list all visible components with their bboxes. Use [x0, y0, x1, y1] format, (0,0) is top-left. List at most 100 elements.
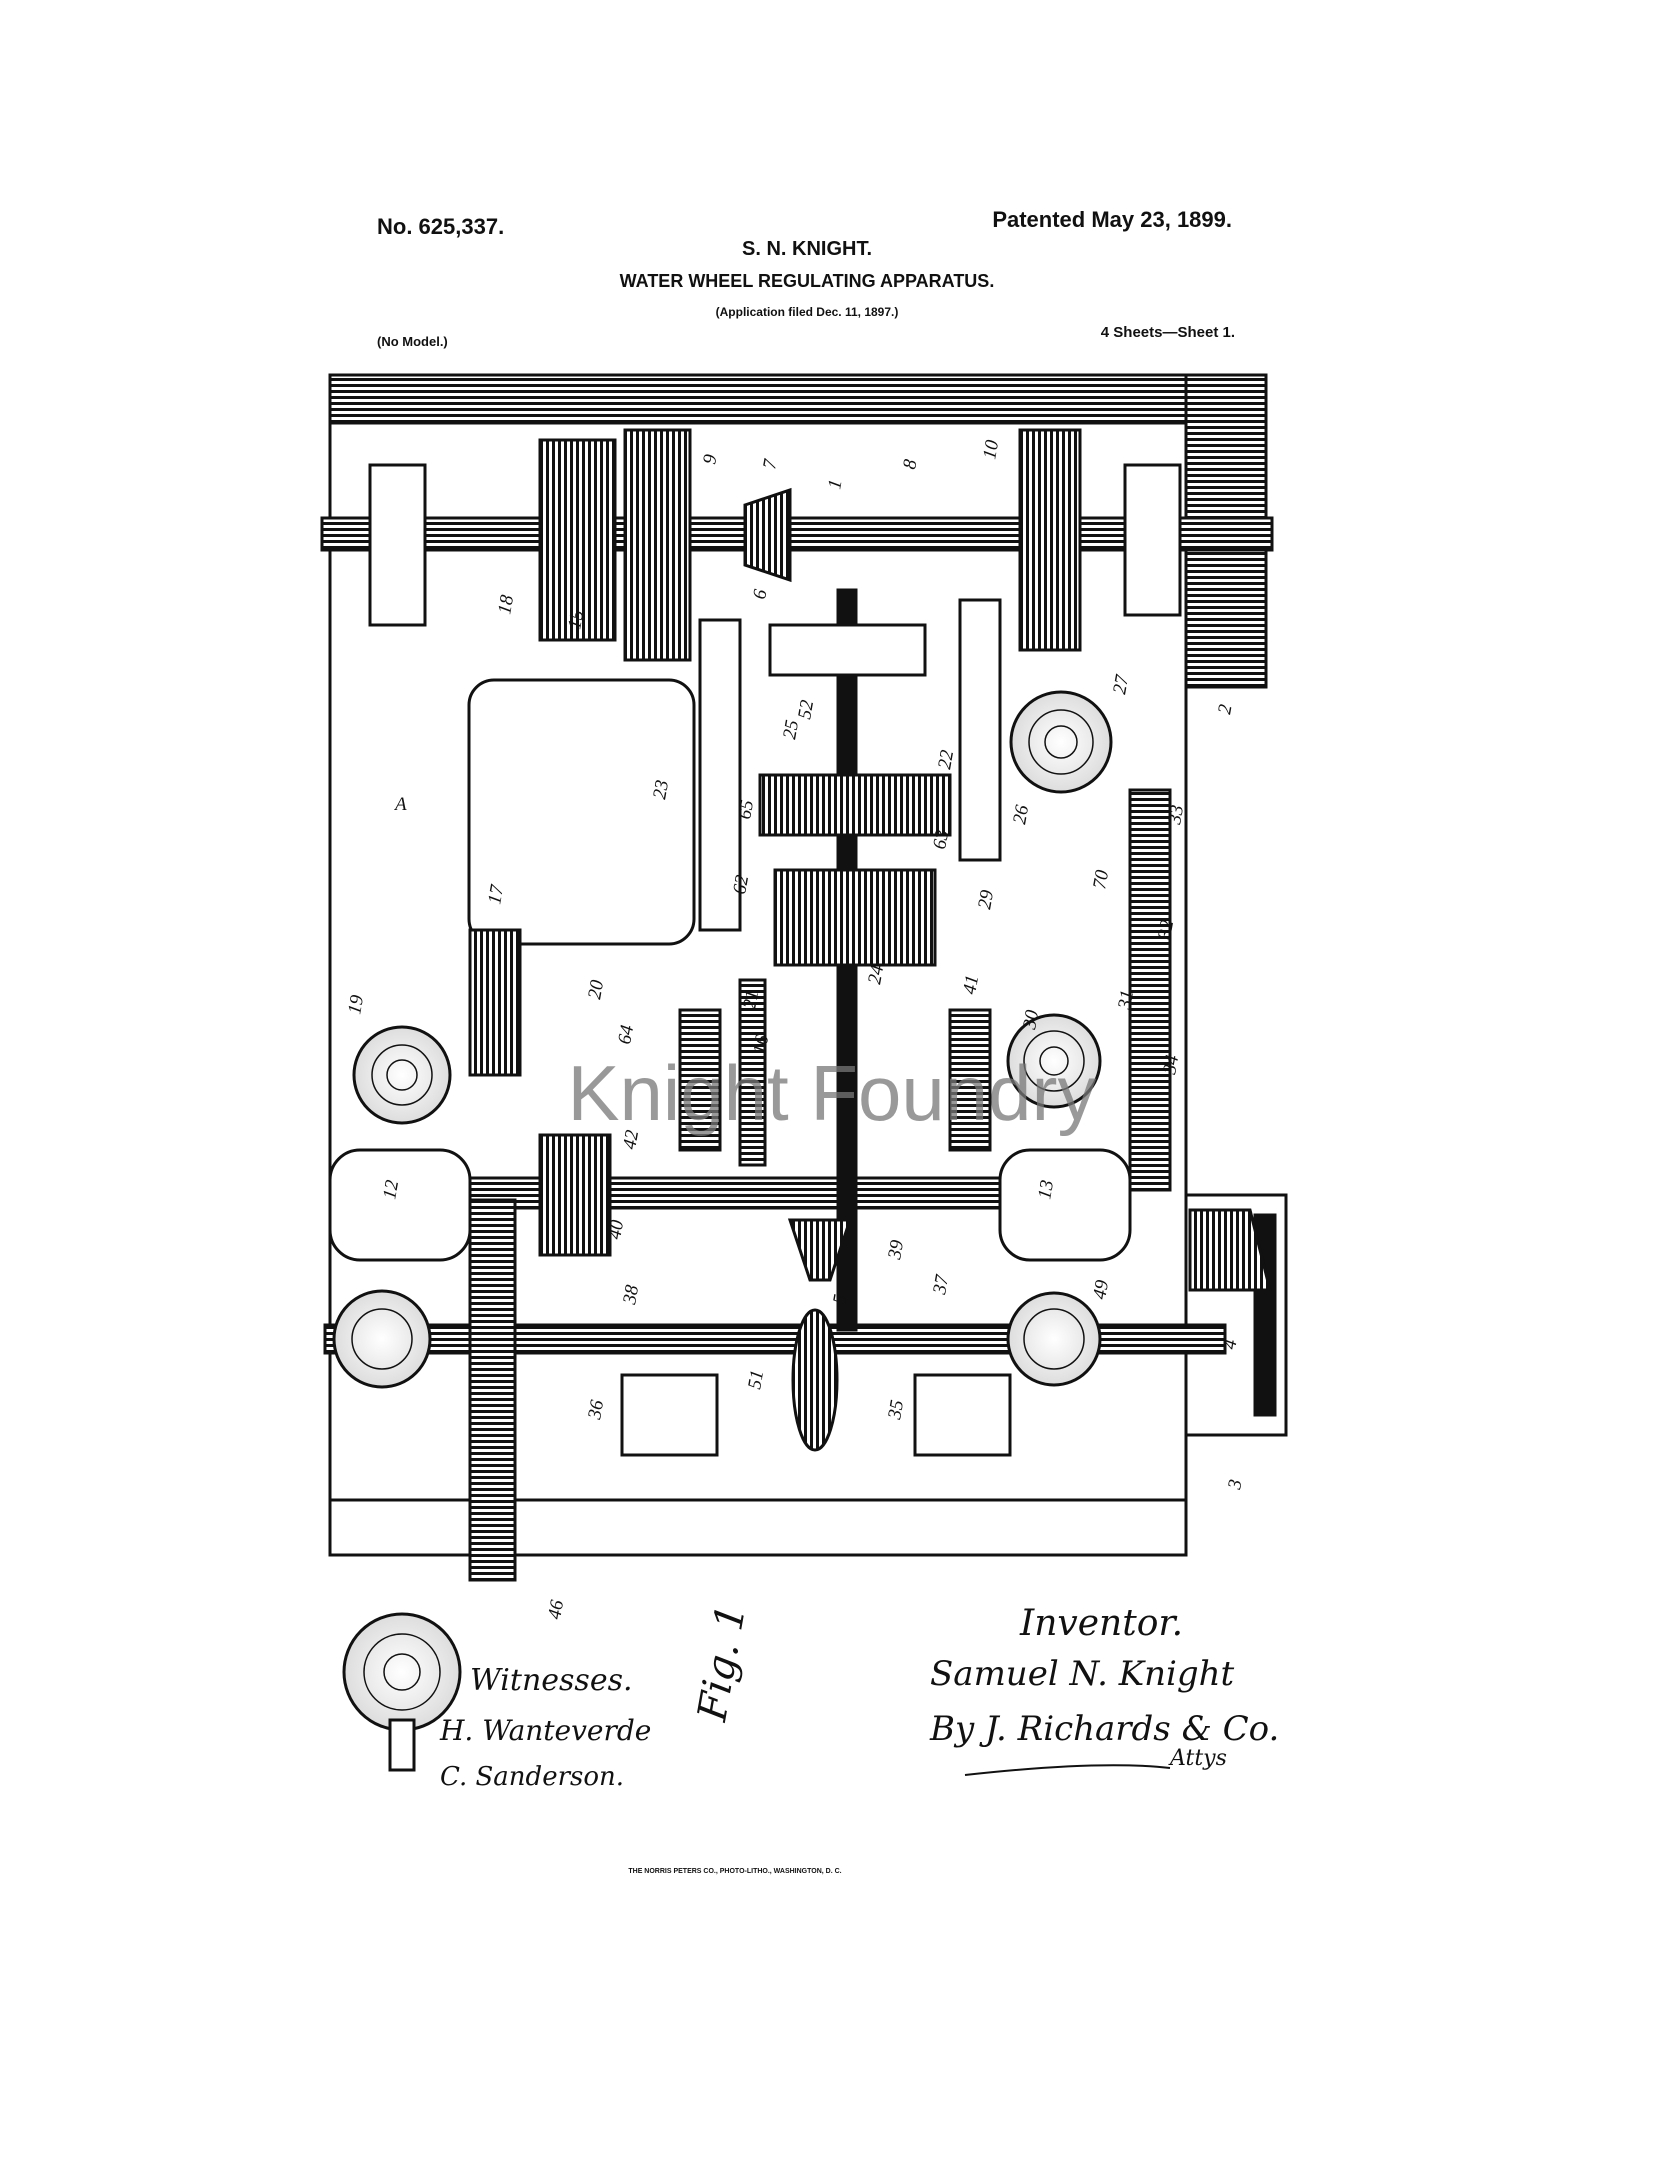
witness-signature-1: H. Wanteverde	[439, 1714, 651, 1747]
patent-title: WATER WHEEL REGULATING APPARATUS.	[620, 271, 995, 291]
pulley-9	[623, 428, 692, 662]
main-shaft	[320, 516, 1274, 552]
frame-label: A	[393, 794, 407, 815]
frame-top-bar	[328, 373, 1188, 425]
attorney-suffix: Attys	[1168, 1746, 1227, 1771]
part-number-16: 16	[749, 1033, 773, 1056]
part-number-34: 34	[1159, 1053, 1183, 1077]
part-number-24: 24	[864, 963, 888, 986]
ball-30	[1006, 1013, 1102, 1109]
ball-19	[352, 1025, 452, 1125]
part-number-38: 38	[619, 1283, 643, 1307]
printer-credit: THE NORRIS PETERS CO., PHOTO-LITHO., WAS…	[628, 1868, 841, 1875]
disc-51	[791, 1308, 839, 1452]
pulley-17	[468, 928, 522, 1077]
part-number-4: 4	[1219, 1337, 1241, 1350]
part-number-35: 35	[884, 1399, 908, 1422]
pulley-14	[538, 1133, 612, 1257]
part-number-36: 36	[584, 1398, 608, 1422]
bearing-right	[1123, 463, 1182, 617]
witness-signature-2: C. Sanderson.	[440, 1762, 624, 1792]
inventor-label: Inventor.	[1019, 1603, 1183, 1644]
coupling-36	[620, 1373, 719, 1457]
part-number-13: 13	[1034, 1179, 1058, 1201]
figure-label: Fig. 1	[689, 1601, 755, 1725]
part-number-10: 10	[979, 438, 1003, 461]
rack-64-left	[678, 1008, 722, 1152]
gear-21	[738, 978, 767, 1167]
part-number-62: 62	[729, 873, 753, 896]
part-number-21: 21	[739, 989, 763, 1011]
part-number-40: 40	[604, 1218, 628, 1241]
part-number-27: 27	[1109, 672, 1133, 696]
part-number-26: 26	[1009, 803, 1033, 826]
part-number-65: 65	[734, 799, 758, 821]
governor-balls	[332, 690, 1113, 1732]
coupling-35	[913, 1373, 1012, 1457]
part-number-33: 33	[1164, 804, 1188, 827]
attorney-signature: By J. Richards & Co.	[929, 1709, 1279, 1749]
patent-number: No. 625,337.	[377, 214, 504, 239]
bearing-12	[328, 1148, 472, 1262]
part-number-63: 63	[929, 829, 953, 851]
part-number-52: 52	[794, 698, 818, 721]
ball-49	[1006, 1291, 1102, 1387]
watermark: Knight Foundry	[568, 1049, 1097, 1137]
sheet-count: 4 Sheets—Sheet 1.	[1101, 324, 1235, 341]
part-number-31: 31	[1114, 989, 1138, 1012]
model-note: (No Model.)	[377, 334, 448, 349]
ball-left-lower	[332, 1289, 432, 1389]
part-number-25: 25	[779, 719, 803, 741]
bevel-gear-7	[743, 487, 792, 583]
part-number-42: 42	[619, 1128, 643, 1151]
ball-27	[1009, 690, 1113, 794]
part-number-32: 32	[1154, 918, 1178, 942]
bearing-center	[768, 623, 927, 677]
witnesses-label: Witnesses.	[470, 1663, 633, 1698]
part-number-41: 41	[959, 974, 983, 996]
rod-26	[388, 1718, 416, 1772]
part-number-17: 17	[484, 882, 508, 906]
part-number-3: 3	[1224, 1478, 1247, 1492]
arm-23	[698, 618, 742, 932]
mechanical-drawing	[320, 373, 1288, 1772]
part-number-5: 5	[829, 1293, 851, 1306]
drum-65	[773, 868, 937, 967]
bearing-left	[368, 463, 427, 627]
frame-bottom-bar	[328, 1498, 1188, 1557]
part-number-39: 39	[884, 1238, 908, 1262]
ball-27-lower	[342, 1612, 462, 1732]
chain-33-left	[468, 1198, 517, 1582]
part-number-12: 12	[379, 1178, 403, 1201]
bevel-gear-5	[787, 1218, 853, 1282]
part-number-18: 18	[494, 593, 518, 616]
arm-22	[958, 598, 1002, 862]
part-number-46: 46	[544, 1598, 568, 1621]
frame-opening	[467, 678, 696, 946]
part-number-49: 49	[1089, 1278, 1113, 1301]
part-number-23: 23	[649, 779, 673, 801]
part-number-6: 6	[749, 587, 771, 600]
part-number-22: 22	[934, 748, 958, 771]
part-number-70: 70	[1089, 868, 1113, 891]
patented-date: Patented May 23, 1899.	[992, 207, 1232, 232]
part-number-1: 1	[824, 478, 846, 491]
signature-flourish	[964, 1764, 1171, 1776]
part-number-29: 29	[974, 888, 998, 911]
ball-rings	[351, 709, 1094, 1711]
part-number-2: 2	[1214, 702, 1236, 715]
lever-housing	[1018, 428, 1082, 652]
bevel-gear-4	[1188, 1208, 1272, 1292]
part-number-9: 9	[699, 452, 721, 465]
part-number-37: 37	[929, 1272, 953, 1297]
bearing-13	[998, 1148, 1132, 1262]
application-date: (Application filed Dec. 11, 1897.)	[716, 305, 899, 319]
part-number-7: 7	[759, 456, 782, 470]
inventor-signature: Samuel N. Knight	[930, 1654, 1235, 1694]
part-number-51: 51	[744, 1369, 768, 1391]
part-number-30: 30	[1019, 1008, 1043, 1032]
part-number-19: 19	[344, 993, 368, 1016]
part-number-8: 8	[899, 457, 921, 470]
